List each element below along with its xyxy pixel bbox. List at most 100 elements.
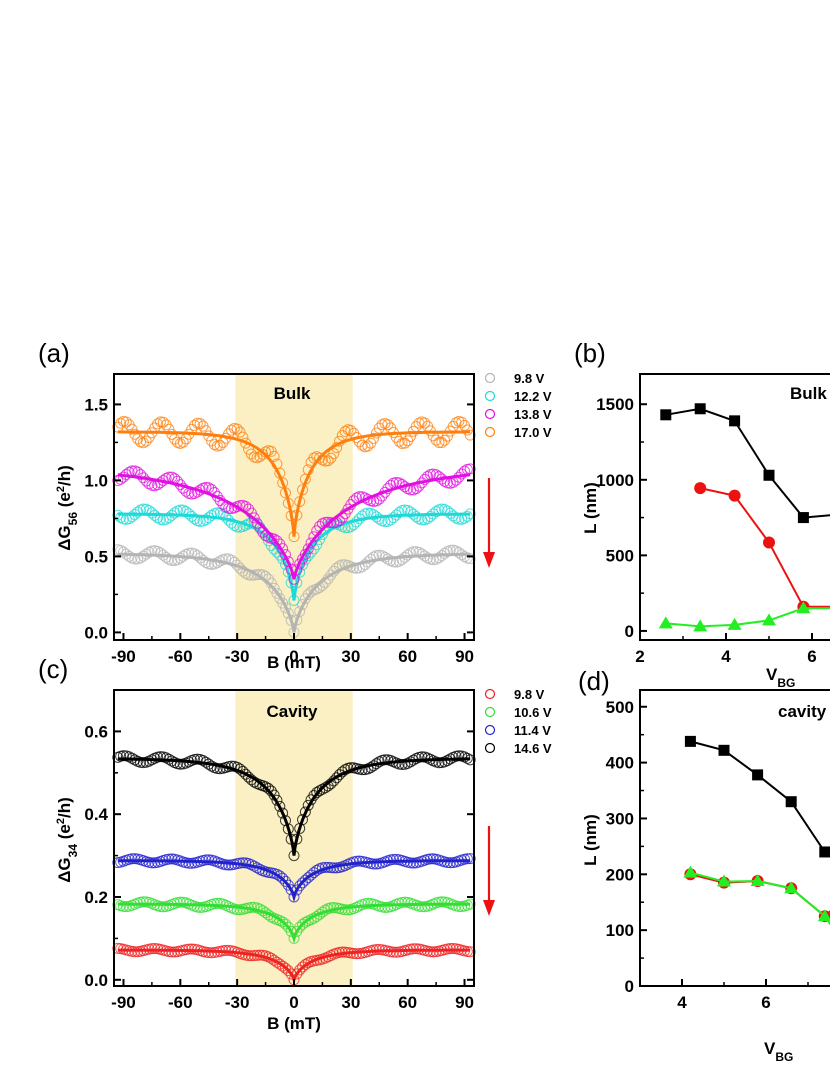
data-point [379,754,391,766]
legend-marker [484,742,496,754]
data-point [297,961,309,973]
data-point [424,853,436,865]
data-point [271,956,283,968]
x-tick-label: -60 [168,993,193,1012]
data-point [399,437,411,449]
data-point [379,901,391,913]
series-square [684,735,830,858]
data-point [419,417,431,429]
data-point [464,946,476,958]
legend-label: 9.8 V [514,371,545,386]
data-point [231,904,243,916]
panel-d-ylabel: L (nm) [581,814,600,866]
data-point [461,853,473,865]
data-point [407,943,419,955]
legend-marker [484,390,496,402]
data-point [137,896,149,908]
data-point [294,880,306,892]
data-point [453,547,465,559]
data-point [271,535,283,547]
series-10-6-V [112,896,476,944]
data-point [464,429,476,441]
data-marker-triangle [796,601,811,614]
data-point [368,432,380,444]
data-point [171,554,183,566]
y-tick-label: 1.5 [84,395,108,414]
data-point [279,875,291,887]
data-point [225,424,237,436]
legend-label: 12.2 V [514,389,552,404]
data-point [302,543,314,555]
data-point [154,901,166,913]
panel-d-plot [683,735,830,926]
data-point [189,419,201,431]
data-point [453,750,465,762]
y-tick-label: 0 [625,977,634,996]
data-point [433,436,445,448]
data-point [223,859,235,871]
data-point [197,755,209,767]
data-point [183,857,195,869]
data-point [416,901,428,913]
panel-d-frame [639,689,830,987]
data-marker-square [694,403,706,415]
fit-line [117,859,471,903]
data-point [152,512,164,524]
data-point [407,857,419,869]
data-point [231,423,243,435]
data-point [345,424,357,436]
data-point [277,807,289,819]
x-tick-label: -60 [168,647,193,666]
data-point [157,416,169,428]
data-point [433,552,445,564]
data-point [211,763,223,775]
series-11-4-V [112,853,476,903]
data-point [277,872,289,884]
y-tick-label: 1000 [596,471,634,490]
data-point [262,782,274,794]
data-point [132,433,144,445]
y-tick-label: 400 [606,754,634,773]
data-point [396,759,408,771]
data-point [117,750,129,762]
data-point [245,448,257,460]
data-point [117,546,129,558]
data-marker-square [785,796,797,808]
data-point [140,475,152,487]
data-point [444,943,456,955]
panel-a-plot [112,415,476,638]
x-tick-label: 90 [455,647,474,666]
series-17-0-V [112,415,476,543]
data-point [393,435,405,447]
data-point [325,569,337,581]
x-tick-label: 0 [289,647,298,666]
data-marker-circle [694,482,707,495]
series-line [665,607,830,628]
data-point [248,512,260,524]
panel-b-ylabel: L (nm) [581,482,600,534]
panel-c-legend: 9.8 V10.6 V11.4 V14.6 V [484,687,552,756]
legend-label: 10.6 V [514,705,552,720]
y-tick-label: 1500 [596,395,634,414]
data-point [461,510,473,522]
data-point [464,463,476,475]
series-line [665,407,830,519]
panel-a-xlabel: B (mT) [267,653,321,672]
series-circle [694,482,830,613]
y-tick-label: 500 [606,698,634,717]
data-point [171,475,183,487]
data-point [231,761,243,773]
data-point [115,417,127,429]
data-point [240,768,252,780]
data-point [271,794,283,806]
data-point [211,897,223,909]
x-tick-label: 60 [398,993,417,1012]
data-point [194,901,206,913]
data-point [368,858,380,870]
data-marker-square [797,512,809,524]
data-point [297,918,309,930]
